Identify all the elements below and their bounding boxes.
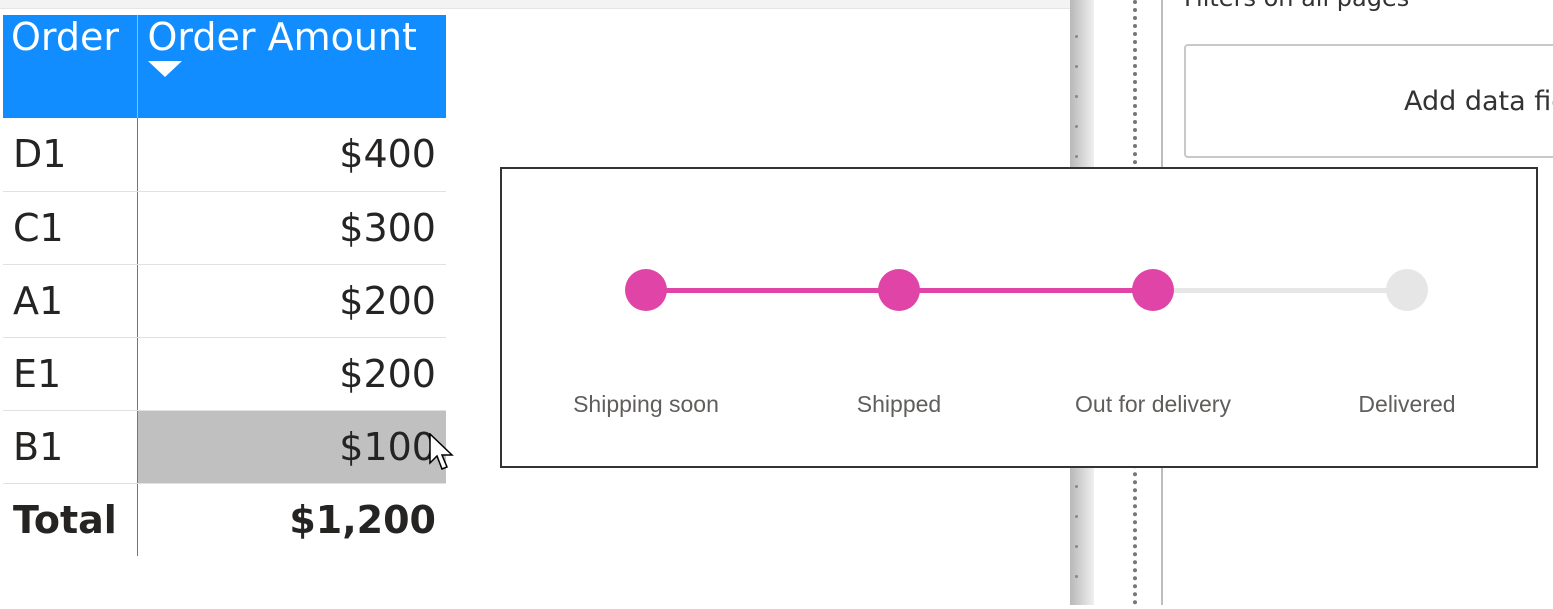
- amount-cell[interactable]: $200: [137, 337, 446, 411]
- step-label: Shipping soon: [573, 391, 719, 417]
- order-cell[interactable]: B1: [3, 410, 138, 484]
- total-value: $1,200: [289, 497, 436, 542]
- column-header-order-amount[interactable]: Order Amount: [137, 15, 446, 118]
- table-row[interactable]: E1$200: [3, 337, 446, 411]
- sort-descending-icon: [147, 61, 182, 77]
- order-cell[interactable]: E1: [3, 337, 138, 411]
- table-row[interactable]: C1$300: [3, 191, 446, 265]
- step-label: Out for delivery: [1075, 391, 1231, 417]
- filters-all-pages-title: Filters on all pages: [1184, 0, 1409, 12]
- step-connector: [646, 288, 899, 293]
- table-row[interactable]: D1$400: [3, 118, 446, 192]
- table-row[interactable]: B1$100: [3, 410, 446, 484]
- total-label: Total: [3, 483, 138, 556]
- step-dot: [625, 269, 667, 311]
- amount-cell[interactable]: $200: [137, 264, 446, 338]
- table-row[interactable]: A1$200: [3, 264, 446, 338]
- amount-cell[interactable]: $400: [137, 118, 446, 192]
- step-connector: [899, 288, 1153, 293]
- amount-cell[interactable]: $100: [137, 410, 446, 484]
- step-label: Shipped: [856, 391, 942, 417]
- order-cell[interactable]: C1: [3, 191, 138, 265]
- order-cell[interactable]: D1: [3, 118, 138, 192]
- mouse-cursor-icon: [429, 433, 454, 470]
- step-dot: [878, 269, 920, 311]
- step-dot: [1386, 269, 1428, 311]
- dropzone-label: Add data fields here: [1404, 86, 1553, 117]
- step-dot: [1132, 269, 1174, 311]
- amount-cell[interactable]: $300: [137, 191, 446, 265]
- order-cell[interactable]: A1: [3, 264, 138, 338]
- order-status-stepper: Shipping soon Shipped Out for delivery Deli…: [500, 167, 1538, 468]
- add-data-fields-dropzone[interactable]: Add data fields here: [1184, 44, 1553, 158]
- column-header-order[interactable]: Order: [3, 15, 138, 118]
- step-label: Delivered: [1358, 391, 1456, 417]
- canvas-top-strip: [0, 0, 1070, 8]
- step-connector: [1153, 288, 1407, 293]
- total-row: Total $1,200: [3, 483, 446, 556]
